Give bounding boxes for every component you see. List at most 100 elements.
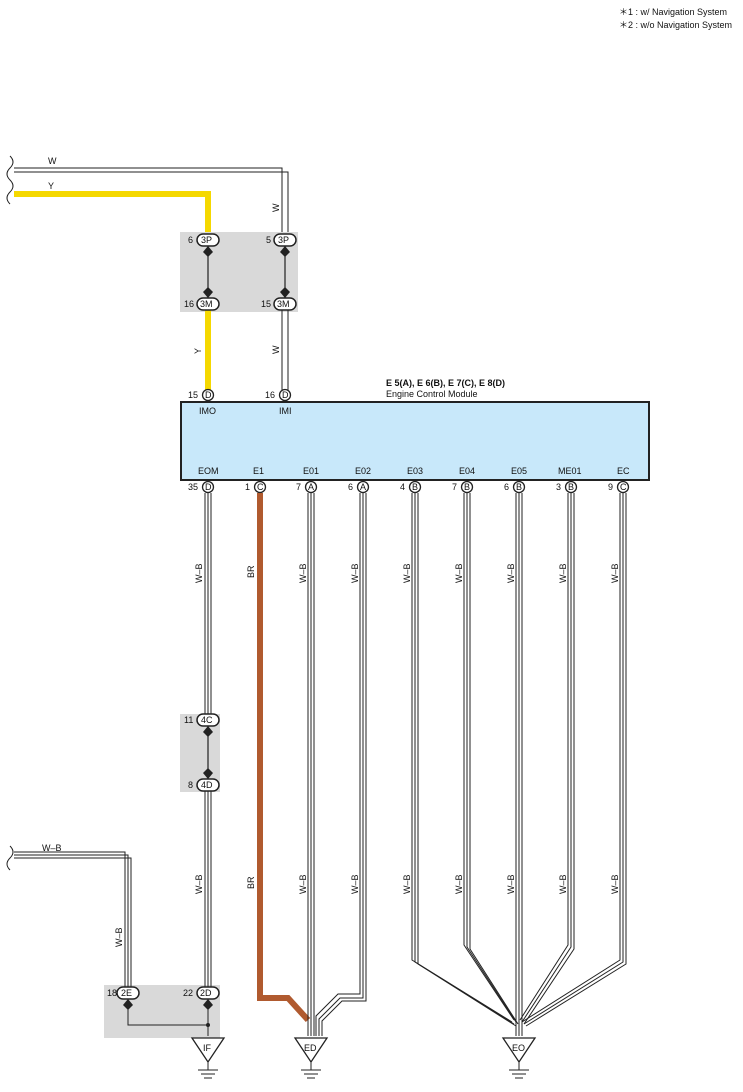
svg-text:D: D <box>205 482 212 492</box>
svg-text:C: C <box>257 482 264 492</box>
arrow-icons-j3 <box>203 246 290 298</box>
wire-label-e01-1: W–B <box>298 563 308 583</box>
wire-e04 <box>463 493 519 1025</box>
wire-br <box>257 493 311 1023</box>
svg-text:ED: ED <box>304 1043 317 1053</box>
connector-4c: 4C 11 <box>184 713 220 727</box>
connector-2e: 2E 18 <box>107 986 140 1000</box>
svg-text:15: 15 <box>261 299 271 309</box>
svg-text:18: 18 <box>107 988 117 998</box>
ground-ed: ED <box>293 1037 329 1079</box>
wire-label-y-mid: Y <box>193 348 203 354</box>
ecm-terminal-imo: D 15 <box>188 388 215 402</box>
wire-label-wb-left: W–B <box>42 843 62 853</box>
svg-text:3: 3 <box>556 482 561 492</box>
svg-text:2D: 2D <box>200 988 212 998</box>
wire-label-e02-1: W–B <box>350 563 360 583</box>
wire-e05 <box>515 493 523 1036</box>
wire-label-ec-2: W–B <box>610 874 620 894</box>
svg-text:3P: 3P <box>278 235 289 245</box>
wire-me01 <box>519 493 575 1025</box>
wire-label-e04-1: W–B <box>454 563 464 583</box>
wire-labels-lower: W–B BR W–B W–B W–B W–B W–B W–B W–B <box>194 874 620 894</box>
wire-label-e04-2: W–B <box>454 874 464 894</box>
ecm-bottom-labels: EOM E1 E01 E02 E03 E04 E05 ME01 EC <box>198 466 630 476</box>
svg-text:8: 8 <box>188 780 193 790</box>
terminal-ec: C 9 <box>608 480 630 494</box>
wire-label-e01-2: W–B <box>298 874 308 894</box>
wire-label-e1-1: BR <box>246 565 256 578</box>
ecm-label-ec: EC <box>617 466 630 476</box>
wire-w-mid <box>281 310 289 390</box>
connector-3m-left: 3M 16 <box>184 297 220 311</box>
svg-text:11: 11 <box>184 715 193 725</box>
ecm-label-e1: E1 <box>253 466 264 476</box>
svg-text:D: D <box>282 390 289 400</box>
svg-text:B: B <box>516 482 522 492</box>
svg-text:4D: 4D <box>201 780 213 790</box>
wire-label-e05-2: W–B <box>506 874 516 894</box>
ecm-label-e04: E04 <box>459 466 475 476</box>
terminal-eom: D 35 <box>188 480 215 494</box>
terminal-e03: B 4 <box>400 480 422 494</box>
ecm-label-e02: E02 <box>355 466 371 476</box>
connector-4d: 4D 8 <box>188 778 220 792</box>
ecm-label-imi: IMI <box>279 406 292 416</box>
wire-label-eom-1: W–B <box>194 563 204 583</box>
wire-label-wb-vert: W–B <box>114 927 124 947</box>
wire-y-top <box>14 191 211 232</box>
connector-3m-right: 3M 15 <box>261 297 297 311</box>
ecm-bottom-terminals: D 35 C 1 A 7 A 6 B 4 B 7 B 6 B 3 C 9 <box>188 480 630 494</box>
ground-eo: EO <box>501 1037 537 1079</box>
legend-item-no-nav: ＊2 : w/o Navigation System <box>619 20 733 30</box>
svg-text:EO: EO <box>512 1043 525 1053</box>
wire-label-w-mid: W <box>271 345 281 354</box>
terminal-e05: B 6 <box>504 480 526 494</box>
wire-labels-upper: W–B BR W–B W–B W–B W–B W–B W–B W–B <box>194 563 620 583</box>
ecm-terminal-imi: D 16 <box>265 388 292 402</box>
svg-text:3M: 3M <box>277 299 290 309</box>
svg-text:9: 9 <box>608 482 613 492</box>
wire-label-ec-1: W–B <box>610 563 620 583</box>
ecm-label-imo: IMO <box>199 406 216 416</box>
arrow-icons-j2 <box>123 999 213 1027</box>
svg-text:5: 5 <box>266 235 271 245</box>
break-marker-bottom <box>6 845 14 871</box>
svg-text:D: D <box>205 390 212 400</box>
wire-label-eom-2: W–B <box>194 874 204 894</box>
wire-e01 <box>307 493 315 1036</box>
wire-label-me01-1: W–B <box>558 563 568 583</box>
ground-if: IF <box>190 1037 226 1079</box>
svg-text:16: 16 <box>184 299 194 309</box>
svg-text:2E: 2E <box>121 988 132 998</box>
wire-label-me01-2: W–B <box>558 874 568 894</box>
svg-text:4: 4 <box>400 482 405 492</box>
svg-text:1: 1 <box>245 482 250 492</box>
legend-item-nav: ＊1 : w/ Navigation System <box>619 7 728 17</box>
svg-text:4C: 4C <box>201 715 213 725</box>
svg-text:A: A <box>308 482 314 492</box>
svg-text:6: 6 <box>348 482 353 492</box>
wire-w-top <box>14 167 289 232</box>
svg-text:A: A <box>360 482 366 492</box>
connector-3p-right: 3P 5 <box>266 233 297 247</box>
ecm-label-e05: E05 <box>511 466 527 476</box>
ecm-label-e03: E03 <box>407 466 423 476</box>
legend: ＊1 : w/ Navigation System ＊2 : w/o Navig… <box>619 6 732 32</box>
ecm-label-eom: EOM <box>198 466 219 476</box>
svg-text:IF: IF <box>203 1043 212 1053</box>
wire-eom-upper <box>204 493 212 714</box>
wire-wb-left <box>14 851 132 987</box>
svg-text:22: 22 <box>183 988 193 998</box>
wire-label-e1-2: BR <box>246 876 256 889</box>
svg-text:15: 15 <box>188 390 198 400</box>
junction-2-internal <box>127 1005 209 1036</box>
terminal-e02: A 6 <box>348 480 370 494</box>
arrow-icons-j4 <box>203 726 213 779</box>
wire-eom-lower <box>204 791 212 987</box>
ecm-name: Engine Control Module <box>386 389 478 399</box>
ecm-box <box>180 401 650 481</box>
svg-text:6: 6 <box>504 482 509 492</box>
svg-text:B: B <box>464 482 470 492</box>
